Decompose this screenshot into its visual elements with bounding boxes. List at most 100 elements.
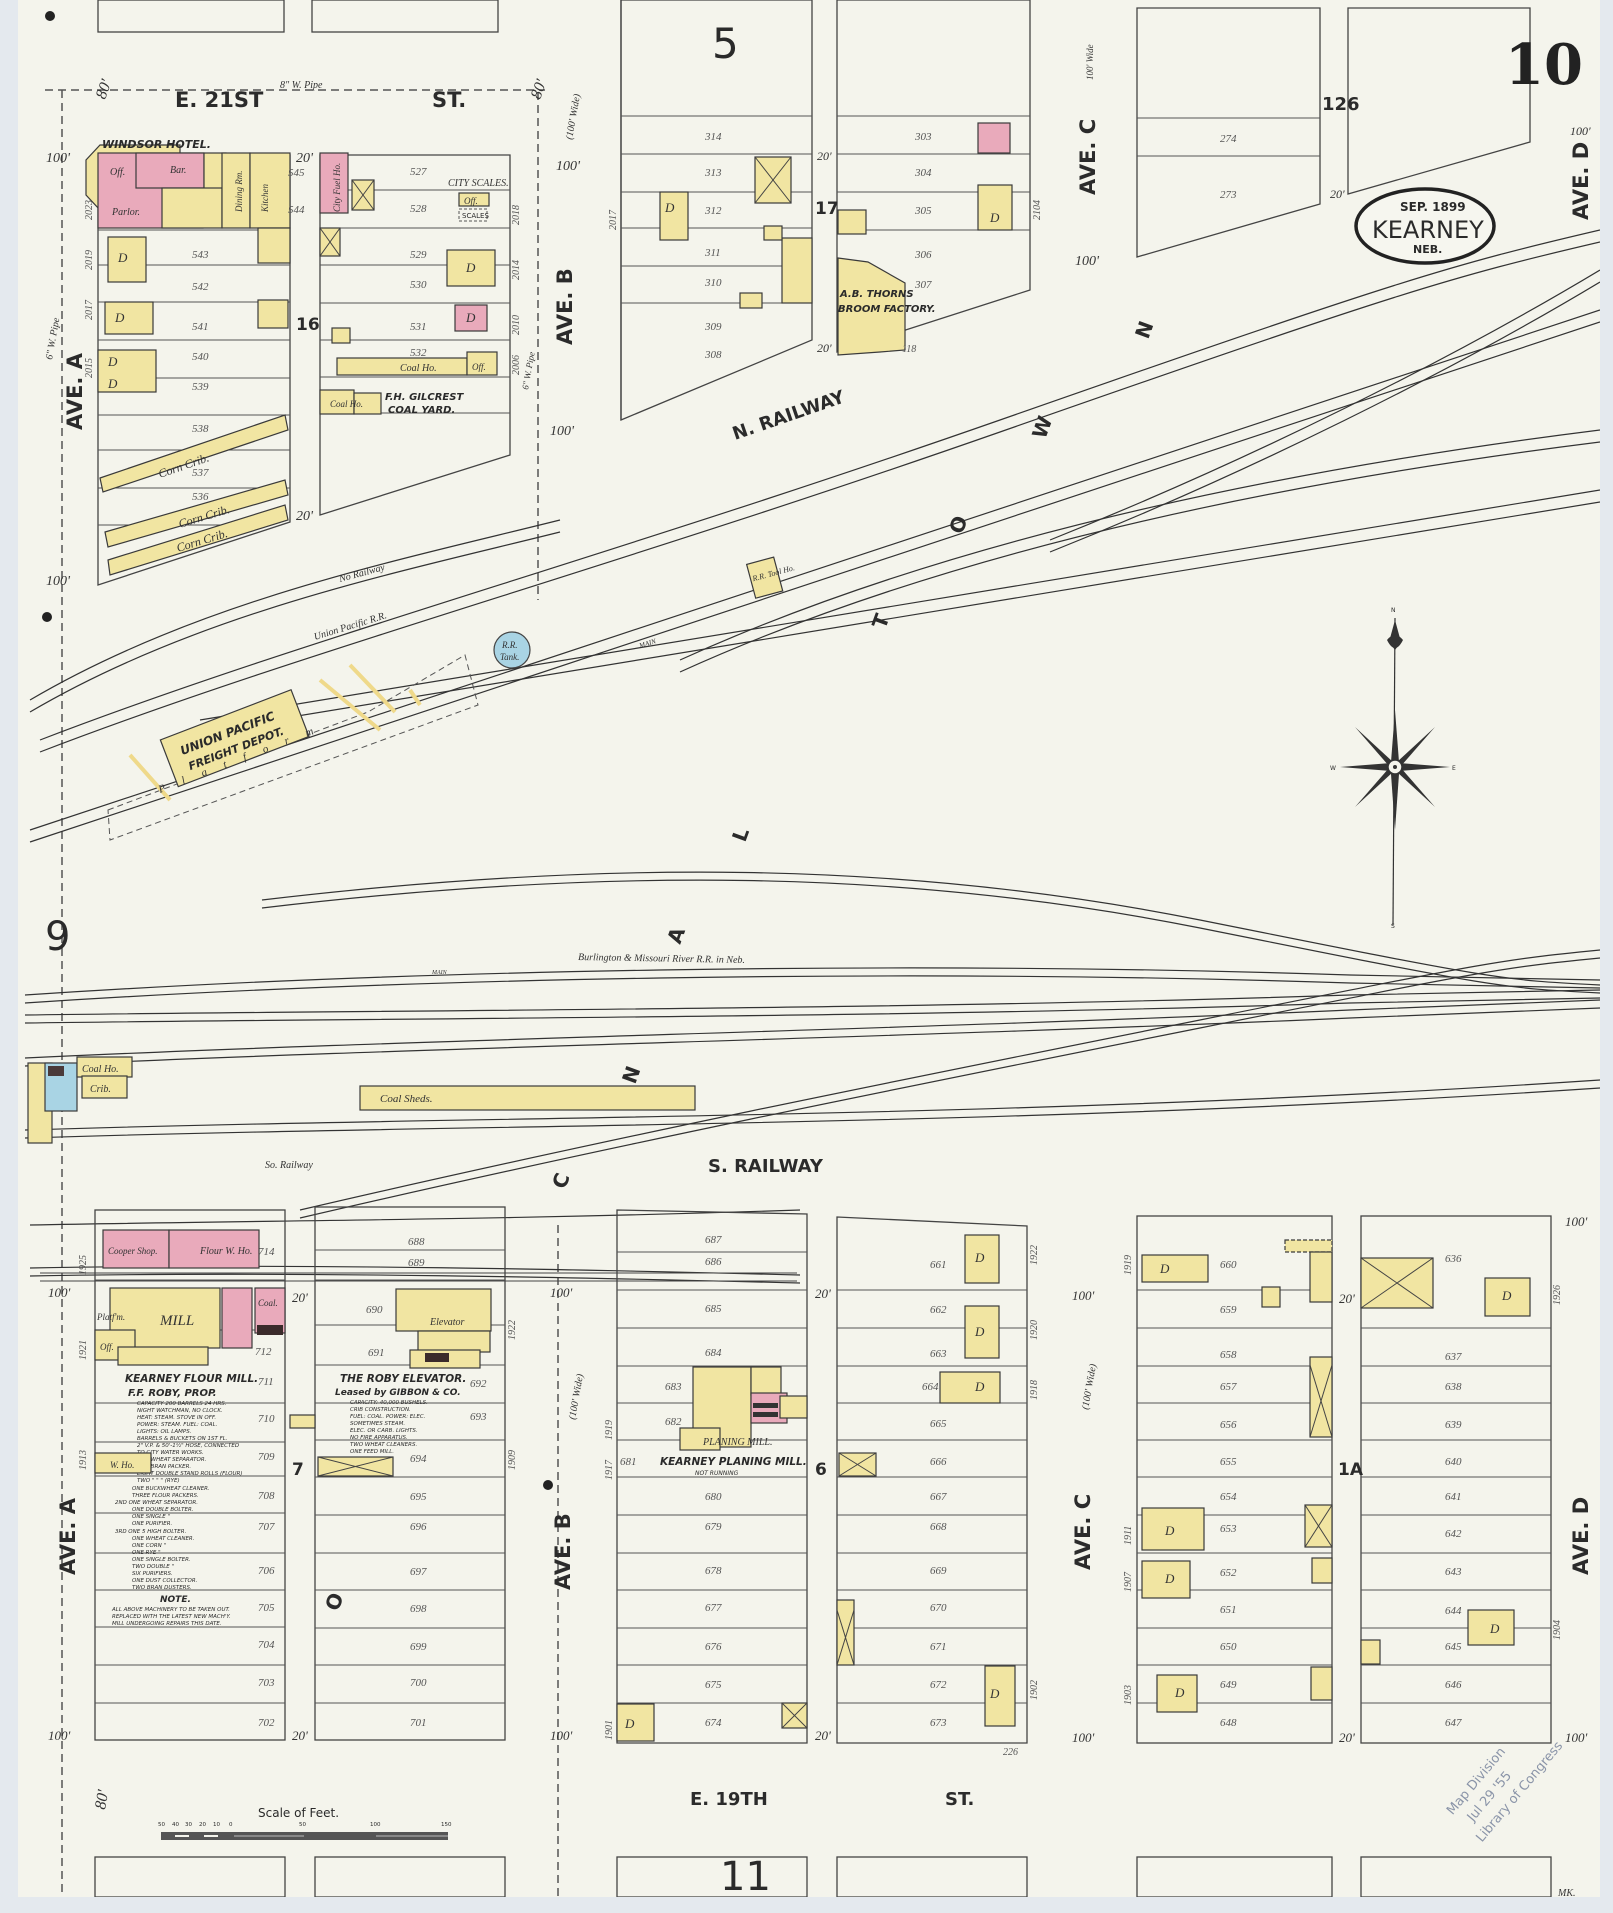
lot-number: 710: [258, 1413, 275, 1425]
rr-tool-house: R.R. Tool Ho.: [745, 556, 796, 599]
lot-number: 541: [192, 321, 209, 333]
street-label-e21st-suffix: ST.: [432, 88, 466, 112]
coal-yard-west: Coal Ho. Crib.: [27, 1056, 133, 1144]
address-number: 1925: [78, 1255, 89, 1275]
room-label: Bar.: [170, 165, 186, 176]
lot-number: 649: [1220, 1679, 1237, 1691]
lot-number: 677: [705, 1602, 722, 1614]
detail-line: ONE WHEAT SEPARATOR.: [137, 1457, 207, 1463]
lot-number: 694: [410, 1453, 427, 1465]
building-label-flour-wh: Flour W. Ho.: [199, 1246, 252, 1257]
building-label-off: Off.: [464, 196, 478, 206]
town-letter: T: [867, 610, 894, 631]
street-label-ave-a: AVE. A: [63, 352, 87, 430]
building-label-gilcrest: F.H. GILCREST: [385, 392, 464, 403]
detail-line: TWO DOUBLE ": [132, 1564, 174, 1570]
address-number: 1902: [1029, 1680, 1040, 1700]
lot-number: 679: [705, 1521, 722, 1533]
width-label: 80': [92, 1788, 112, 1811]
lot-number: 543: [192, 249, 209, 261]
building-label-scales: SCALES: [462, 212, 489, 220]
width-label: 100': [1072, 1730, 1095, 1745]
street-label-ave-c-south: AVE. C: [1071, 1494, 1095, 1570]
building-label-city-fuel: City Fuel Ho.: [332, 163, 342, 212]
lot-number: 544: [288, 204, 305, 216]
building-label-coal-ho: Coal Ho.: [400, 363, 437, 374]
address-number: 2104: [1032, 200, 1043, 220]
width-label: 100': [1565, 1214, 1588, 1229]
lot-number: 665: [930, 1418, 947, 1430]
lot-number: 682: [665, 1416, 682, 1428]
street-label-ave-d: AVE. D: [1569, 142, 1593, 220]
town-letter: W: [1027, 413, 1057, 442]
rr-tank-label: Tank.: [500, 652, 519, 662]
lot-number: 700: [410, 1677, 427, 1689]
roby-elevator-lessee: Leased by GIBBON & CO.: [335, 1388, 461, 1398]
lot-number: 667: [930, 1491, 947, 1503]
dwelling-label: D: [1159, 1261, 1170, 1276]
rr-tank: R.R. Tank.: [493, 631, 531, 669]
lot-number: 314: [704, 131, 722, 143]
lot-number: 638: [1445, 1381, 1462, 1393]
title-state: NEB.: [1413, 243, 1442, 256]
detail-line: ELEC. OR CARB. LIGHTS.: [350, 1428, 418, 1434]
street-label-s-railway: S. RAILWAY: [708, 1156, 824, 1177]
lot-number: 671: [930, 1641, 947, 1653]
lot-number: 542: [192, 281, 209, 293]
lot-number: 698: [410, 1603, 427, 1615]
lot-number: 657: [1220, 1381, 1237, 1393]
lot-number: 684: [705, 1347, 722, 1359]
town-letter: O: [944, 513, 972, 537]
dwelling-label: D: [107, 354, 118, 369]
burlington-tracks: [24, 871, 1600, 1284]
width-label: 20': [1339, 1730, 1355, 1745]
building-label-mill: MILL: [159, 1313, 194, 1329]
building-label-coal: Coal.: [258, 1298, 278, 1308]
width-label: 20': [1339, 1291, 1355, 1306]
pipe-label: 6" W. Pipe: [44, 316, 62, 360]
union-pacific-freight-depot: UNION PACIFIC FREIGHT DEPOT. Platform: [107, 654, 479, 841]
lot-number: 686: [705, 1256, 722, 1268]
street-label-e19th: E. 19TH: [690, 1789, 768, 1810]
detail-line: SIX PURIFIERS.: [132, 1571, 173, 1577]
lot-number: 680: [705, 1491, 722, 1503]
sheet-number: 10: [1505, 32, 1583, 98]
lot-number: 308: [704, 349, 722, 361]
width-label: 80': [93, 77, 116, 102]
dwelling-label: D: [664, 200, 675, 215]
lot-number: 540: [192, 351, 209, 363]
title-city: KEARNEY: [1372, 216, 1484, 244]
lot-number: 656: [1220, 1419, 1237, 1431]
detail-line: ONE FEED MILL.: [350, 1449, 394, 1455]
detail-line: TO CITY WATER WORKS.: [137, 1450, 204, 1456]
address-number: 118: [902, 344, 916, 355]
dwelling-label: D: [465, 310, 476, 325]
building-label-coal-sheds: Coal Sheds.: [380, 1093, 433, 1105]
width-label: 20': [296, 509, 314, 524]
scale-tick: 0: [229, 1822, 233, 1828]
block-number-17: 17: [815, 199, 839, 219]
surveyor-initials: MK.: [1557, 1888, 1576, 1897]
pipe-label: 8" W. Pipe: [280, 80, 323, 91]
lot-number: 699: [410, 1641, 427, 1653]
lot-number: 637: [1445, 1351, 1462, 1363]
block-number-1a: 1A: [1338, 1460, 1364, 1480]
lot-number: 674: [705, 1717, 722, 1729]
detail-line: ONE BRAN PACKER.: [137, 1464, 191, 1470]
lot-number: 688: [408, 1236, 425, 1248]
lot-number: 313: [704, 167, 722, 179]
scale-tick: 100: [370, 1822, 381, 1828]
address-number: 1907: [1123, 1571, 1134, 1592]
lot-number: 304: [914, 167, 932, 179]
dwelling-label: D: [114, 310, 125, 325]
lot-number: 691: [368, 1347, 385, 1359]
scale-tick: 50: [299, 1822, 306, 1828]
street-label-e19th-suffix: ST.: [945, 1789, 974, 1810]
flour-mill-note: ALL ABOVE MACHINERY TO BE TAKEN OUT. REP…: [111, 1607, 231, 1627]
adjacent-sheet-north: 5: [712, 19, 739, 68]
lot-number: 654: [1220, 1491, 1237, 1503]
room-label: Kitchen: [260, 184, 270, 213]
hydrant-icon: [543, 1480, 553, 1490]
compass-north-label: N: [1391, 607, 1396, 614]
town-letter: O: [320, 1590, 348, 1614]
